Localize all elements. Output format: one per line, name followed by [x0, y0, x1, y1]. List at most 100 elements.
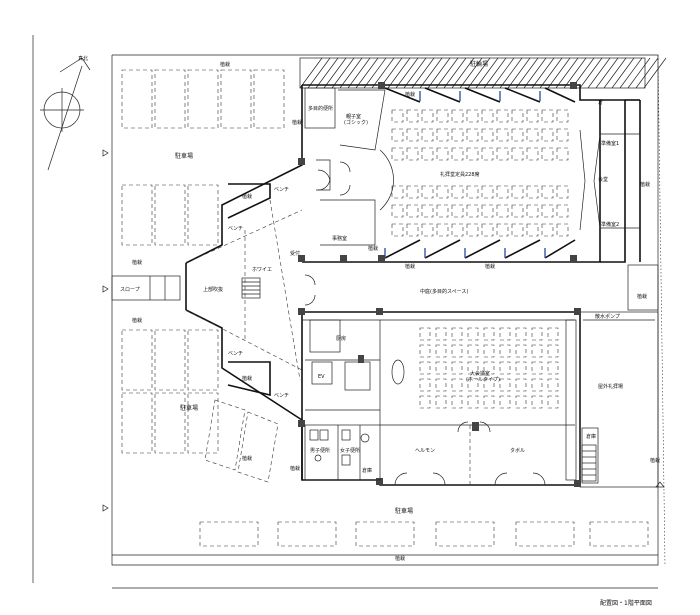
label-kids-room: 親子室 — [346, 113, 361, 120]
label-big-meeting-room: 大会議室 — [470, 370, 490, 377]
pew — [451, 185, 464, 199]
chair — [531, 361, 543, 375]
hatch-line — [323, 57, 347, 89]
chair — [419, 344, 431, 358]
foyer-walls — [185, 85, 303, 480]
pew — [481, 185, 494, 199]
chair — [419, 327, 431, 341]
pew — [406, 185, 419, 199]
hatch-line — [371, 57, 395, 89]
chair — [515, 378, 527, 392]
label-reception: 受付 — [290, 250, 300, 257]
pew — [541, 109, 554, 123]
pew — [541, 204, 554, 218]
pew — [526, 223, 539, 237]
label-sanctuary: 礼拝堂定員228席 — [440, 171, 480, 178]
hatch-line — [355, 57, 379, 89]
label-planting-4: 植栽 — [132, 317, 142, 324]
hatch-line — [435, 57, 459, 89]
label-bench-1: ベンチ — [274, 187, 289, 193]
pew — [541, 223, 554, 237]
hatch-line — [387, 57, 411, 89]
hatch-line — [331, 57, 355, 89]
pew — [526, 128, 539, 142]
hatch-line — [419, 57, 443, 89]
pew — [466, 204, 479, 218]
pew — [451, 109, 464, 123]
hatch-line — [619, 57, 643, 89]
label-planting-11: 植栽 — [405, 91, 415, 98]
pew — [466, 223, 479, 237]
pew — [541, 147, 554, 161]
pew — [421, 204, 434, 218]
pew — [436, 185, 449, 199]
chair — [419, 361, 431, 375]
hatch-line — [451, 57, 475, 89]
pew — [511, 185, 524, 199]
parking-stalls-lower-left — [121, 329, 279, 483]
label-planting-2: 植栽 — [242, 375, 252, 382]
label-parking-bottom: 駐車場 — [395, 507, 413, 515]
label-male-toilet: 男子便所 — [310, 447, 330, 454]
label-upper-void: 上部吹抜 — [203, 286, 223, 293]
chair — [435, 327, 447, 341]
pew — [481, 204, 494, 218]
chair — [451, 395, 463, 409]
north-arrow-icon: 真北 — [40, 55, 91, 171]
chair — [547, 378, 559, 392]
label-toilet-disabled: 多目的便所 — [308, 105, 333, 112]
chair — [499, 361, 511, 375]
pew — [436, 109, 449, 123]
pew — [391, 147, 404, 161]
stair-icon — [241, 277, 261, 299]
chair — [547, 361, 559, 375]
pew — [511, 223, 524, 237]
label-planting-top: 植栽 — [220, 61, 230, 68]
label-hermon: ヘルモン — [415, 448, 435, 454]
label-watering-dish: 散水ポンプ — [595, 313, 620, 320]
pew — [391, 109, 404, 123]
hatch-line — [347, 57, 371, 89]
parking-stalls-upper-left — [121, 69, 285, 246]
label-slope: スロープ — [120, 287, 140, 293]
label-courtyard: 中庭(多目的スペース) — [420, 288, 468, 295]
pew — [556, 147, 569, 161]
pew — [526, 185, 539, 199]
label-office: 事務室 — [332, 235, 347, 242]
pew — [436, 223, 449, 237]
label-planting-1: 植栽 — [242, 193, 252, 200]
hatch-line — [531, 57, 555, 89]
pew — [481, 147, 494, 161]
label-kids-room-sub: (ゴシック) — [344, 119, 368, 126]
hatch-line — [363, 57, 387, 89]
pew — [556, 204, 569, 218]
sanctuary-walls — [302, 84, 641, 263]
pew — [421, 109, 434, 123]
pew — [436, 147, 449, 161]
label-storage-small: 倉 — [598, 99, 603, 106]
door-swings-left — [317, 149, 394, 211]
hatch-line — [555, 57, 579, 89]
meeting-hall-chairs — [419, 327, 559, 409]
pew — [451, 223, 464, 237]
pew — [496, 109, 509, 123]
pew — [496, 128, 509, 142]
hatch-line — [603, 57, 627, 89]
hatch-line — [523, 57, 547, 89]
pew — [451, 128, 464, 142]
label-vestry-2: 準備室2 — [601, 221, 619, 228]
label-outdoor-stage: 屋外礼拝場 — [598, 383, 623, 390]
hatch-line — [315, 57, 339, 89]
chair — [515, 361, 527, 375]
site-boundary — [111, 54, 666, 589]
chair — [499, 344, 511, 358]
pew — [406, 109, 419, 123]
label-ev: EV — [318, 374, 325, 380]
pew — [466, 128, 479, 142]
chair — [451, 378, 463, 392]
pew — [481, 223, 494, 237]
hatch-line — [507, 57, 531, 89]
pew — [481, 109, 494, 123]
chair — [451, 361, 463, 375]
